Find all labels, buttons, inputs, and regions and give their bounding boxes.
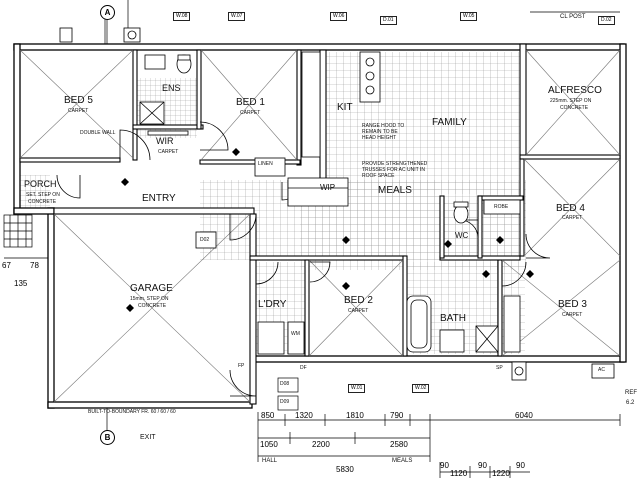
room-label-ens: ENS <box>162 83 181 93</box>
room-label-bed5: BED 5 <box>64 95 93 106</box>
room-sub-alfresco-1: 225mm. STEP ON <box>550 98 592 104</box>
room-sub-bed1: CARPET <box>240 110 261 116</box>
note-df: DF <box>300 365 307 371</box>
note-boundary: BUILT-TO-BOUNDARY FR. 60 / 60 / 60 <box>88 409 176 415</box>
note-hall: HALL <box>262 458 278 464</box>
note-cl-post: CL POST <box>560 14 586 20</box>
electrical-symbols <box>121 148 534 312</box>
dimension-135: 135 <box>14 279 28 288</box>
room-label-wir: WIR <box>156 136 174 146</box>
dimension-90: 90 <box>516 461 525 470</box>
room-label-porch: PORCH <box>24 179 57 189</box>
fixtures <box>59 27 615 381</box>
window-tag-w01: W.01 <box>348 384 366 393</box>
note-fp: FP <box>238 363 245 369</box>
room-sub-garage-2: CONCRETE <box>138 303 167 309</box>
door-tag-d01: D.01 <box>380 16 397 25</box>
room-label-bed1: BED 1 <box>236 97 265 108</box>
dimension-90: 90 <box>440 461 449 470</box>
room-label-alfresco: ALFRESCO <box>548 85 602 96</box>
dimension-1120: 1120 <box>450 469 468 478</box>
room-sub-bed4: CARPET <box>562 215 583 221</box>
window-tag-w06: W.06 <box>330 12 348 21</box>
note-trusses-line: ROOF SPACE <box>362 172 395 179</box>
dimension-790: 790 <box>390 411 404 420</box>
note-rangehood-line: REMAIN TO BE <box>362 128 398 135</box>
room-sub-bed5: CARPET <box>68 108 89 114</box>
room-label-bed2: BED 2 <box>344 295 373 306</box>
room-label-linen: LINEN <box>258 161 273 167</box>
note-trusses-line: TRUSSES FOR AC UNIT IN <box>362 166 425 173</box>
room-label-ldry: L'DRY <box>258 299 287 310</box>
room-label-bed3: BED 3 <box>558 299 587 310</box>
dimension-850: 850 <box>261 411 275 420</box>
dimension-78: 78 <box>30 261 39 270</box>
room-sub-bed2: CARPET <box>348 308 369 314</box>
note-sp: SP <box>496 365 503 371</box>
interior-walls <box>19 43 621 405</box>
room-label-wip: WIP <box>320 183 336 192</box>
grid-bubble-a: A <box>100 5 115 20</box>
room-sub-porch-2: CONCRETE <box>28 199 57 205</box>
room-sub-bed3: CARPET <box>562 312 583 318</box>
room-label-bed4: BED 4 <box>556 203 585 214</box>
note-rangehood-line: HEAD HEIGHT <box>362 134 397 141</box>
dimension-1810: 1810 <box>346 411 364 420</box>
window-tag-w05: W.05 <box>460 12 478 21</box>
room-sub-garage-1: 15mm. STEP ON <box>130 296 169 302</box>
dimension-1220: 1220 <box>492 469 510 478</box>
window-tag-w07: W.07 <box>228 12 246 21</box>
porch-stair <box>3 214 33 248</box>
room-sub-wir: CARPET <box>158 149 179 155</box>
note-ref: REF <box>625 390 637 396</box>
room-label-garage: GARAGE <box>130 283 173 294</box>
room-sub-alfresco-2: CONCRETE <box>560 105 589 111</box>
dimension-1320: 1320 <box>295 411 313 420</box>
dimension-5830: 5830 <box>336 465 354 474</box>
room-label-entry: ENTRY <box>142 193 176 204</box>
room-label-wc: WC <box>455 231 469 240</box>
room-label-ac: AC <box>598 367 605 373</box>
grid-bubble-b: B <box>100 430 115 445</box>
dimension-2200: 2200 <box>312 440 330 449</box>
room-label-kit: KIT <box>337 102 353 113</box>
room-sub-porch-1: SET. STEP ON <box>26 192 60 198</box>
dimension-lines <box>4 0 621 478</box>
note-meals-dim: MEALS <box>392 458 413 464</box>
room-label-bath: BATH <box>440 313 466 324</box>
window-tag-w08: W.08 <box>173 12 191 21</box>
note-d08: D08 <box>280 381 290 387</box>
dimension-90: 90 <box>478 461 487 470</box>
note-trusses-line: PROVIDE STRENGTHENED <box>362 161 428 167</box>
note-d09: D09 <box>280 399 290 405</box>
room-label-double-wall: DOUBLE WALL <box>80 130 116 136</box>
room-label-meals: MEALS <box>378 185 412 196</box>
note-d02: D02 <box>200 237 210 243</box>
note-rangehood: RANGE HOOD TO REMAIN TO BE HEAD HEIGHT <box>362 123 405 141</box>
door-tag-d02: D.02 <box>598 16 615 25</box>
note-trusses: PROVIDE STRENGTHENED TRUSSES FOR AC UNIT… <box>362 161 428 179</box>
note-wm: WM <box>291 331 300 337</box>
room-label-family: FAMILY <box>432 117 467 128</box>
note-rangehood-line: RANGE HOOD TO <box>362 123 405 129</box>
dimension-1050: 1050 <box>260 440 278 449</box>
window-tag-w02: W.02 <box>412 384 430 393</box>
dimension-6040: 6040 <box>515 411 533 420</box>
room-label-robe: ROBE <box>494 204 509 210</box>
note-ref-value: 6.2 <box>626 400 635 406</box>
bottom-tag-boxes <box>277 377 299 411</box>
dimension-67: 67 <box>2 261 11 270</box>
exterior-walls <box>13 43 627 409</box>
note-exit: EXIT <box>140 434 156 441</box>
dimension-2580: 2580 <box>390 440 408 449</box>
